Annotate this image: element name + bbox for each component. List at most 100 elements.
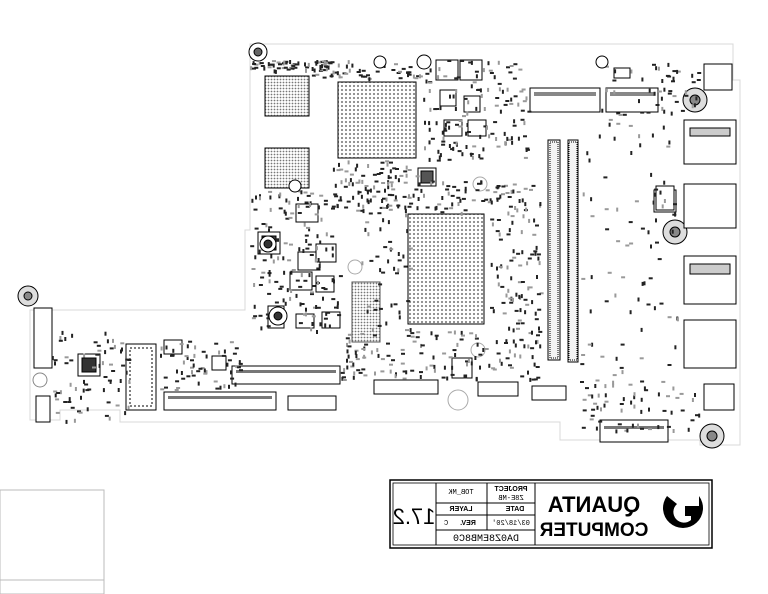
- passive-component: [460, 330, 463, 335]
- passive-component: [397, 178, 400, 183]
- passive-component: [490, 200, 493, 205]
- passive-component: [454, 353, 457, 357]
- passive-component: [365, 221, 370, 224]
- passive-component: [351, 63, 354, 68]
- passive-component: [590, 414, 595, 417]
- passive-component: [337, 314, 342, 317]
- passive-component: [367, 200, 370, 205]
- passive-component: [400, 362, 405, 365]
- passive-component: [646, 303, 651, 306]
- passive-component: [517, 319, 522, 322]
- passive-component: [176, 369, 178, 374]
- passive-component: [253, 315, 258, 318]
- mounting-hole: [347, 259, 363, 275]
- passive-component: [351, 182, 354, 187]
- passive-component: [300, 190, 303, 195]
- passive-component: [331, 205, 336, 208]
- passive-component: [306, 226, 310, 229]
- passive-component: [374, 371, 376, 376]
- passive-component: [507, 211, 510, 216]
- passive-component: [425, 366, 428, 371]
- passive-component: [303, 191, 308, 194]
- passive-component: [479, 365, 481, 370]
- passive-component: [499, 109, 502, 114]
- passive-component: [503, 103, 508, 106]
- passive-component: [456, 342, 459, 347]
- memory-chip: [351, 281, 381, 343]
- passive-component: [165, 345, 168, 350]
- passive-component: [516, 322, 520, 325]
- passive-component: [416, 75, 421, 78]
- rev-value: C: [444, 520, 448, 528]
- passive-component: [459, 338, 464, 341]
- passive-component: [361, 69, 366, 72]
- passive-component: [674, 345, 677, 350]
- passive-component: [419, 371, 423, 374]
- passive-component: [272, 63, 275, 68]
- passive-component: [386, 342, 390, 345]
- passive-component: [466, 362, 468, 367]
- passive-component: [638, 134, 641, 139]
- passive-component: [463, 374, 466, 379]
- passive-component: [461, 152, 464, 157]
- passive-component: [616, 207, 619, 212]
- passive-component: [356, 71, 361, 73]
- passive-component: [379, 172, 384, 174]
- passive-component: [356, 163, 359, 168]
- passive-component: [467, 131, 471, 133]
- passive-component: [476, 342, 479, 347]
- passive-component: [106, 339, 109, 344]
- passive-component: [313, 68, 316, 73]
- passive-component: [102, 388, 105, 393]
- passive-component: [230, 370, 232, 375]
- passive-component: [306, 194, 311, 197]
- passive-component: [655, 218, 657, 223]
- passive-component: [290, 289, 293, 293]
- passive-component: [188, 340, 193, 343]
- passive-component: [531, 378, 536, 381]
- passive-component: [366, 309, 369, 314]
- passive-component: [250, 245, 255, 248]
- passive-component: [519, 354, 522, 359]
- passive-component: [476, 89, 481, 91]
- passive-component: [482, 348, 485, 352]
- passive-component: [691, 81, 696, 84]
- passive-component: [534, 318, 539, 321]
- passive-component: [109, 363, 113, 366]
- passive-component: [226, 362, 229, 367]
- passive-component: [525, 148, 530, 151]
- layer-label: LAYER: [449, 506, 472, 513]
- passive-component: [449, 207, 454, 210]
- passive-component: [388, 240, 393, 243]
- passive-component: [389, 363, 393, 366]
- passive-component: [127, 359, 132, 361]
- passive-component: [298, 247, 301, 252]
- passive-component: [316, 267, 321, 270]
- passive-component: [453, 330, 456, 335]
- passive-component: [488, 134, 491, 139]
- passive-component: [522, 100, 527, 103]
- passive-component: [618, 113, 623, 116]
- passive-component: [520, 230, 523, 235]
- passive-component: [400, 348, 405, 351]
- passive-component: [115, 404, 120, 407]
- passive-component: [479, 134, 482, 139]
- passive-component: [410, 332, 415, 335]
- passive-components: [51, 60, 702, 434]
- passive-component: [496, 145, 501, 148]
- passive-component: [289, 60, 292, 64]
- passive-component: [458, 120, 463, 122]
- passive-component: [80, 395, 82, 400]
- passive-component: [455, 89, 458, 93]
- passive-component: [483, 107, 486, 111]
- passive-component: [580, 363, 585, 366]
- passive-component: [410, 369, 415, 372]
- passive-component: [182, 360, 185, 365]
- passive-component: [98, 363, 101, 368]
- passive-component: [528, 218, 531, 223]
- passive-component: [525, 148, 528, 152]
- passive-component: [521, 198, 524, 203]
- passive-component: [334, 306, 338, 309]
- passive-component: [317, 205, 320, 210]
- passive-component: [316, 60, 319, 64]
